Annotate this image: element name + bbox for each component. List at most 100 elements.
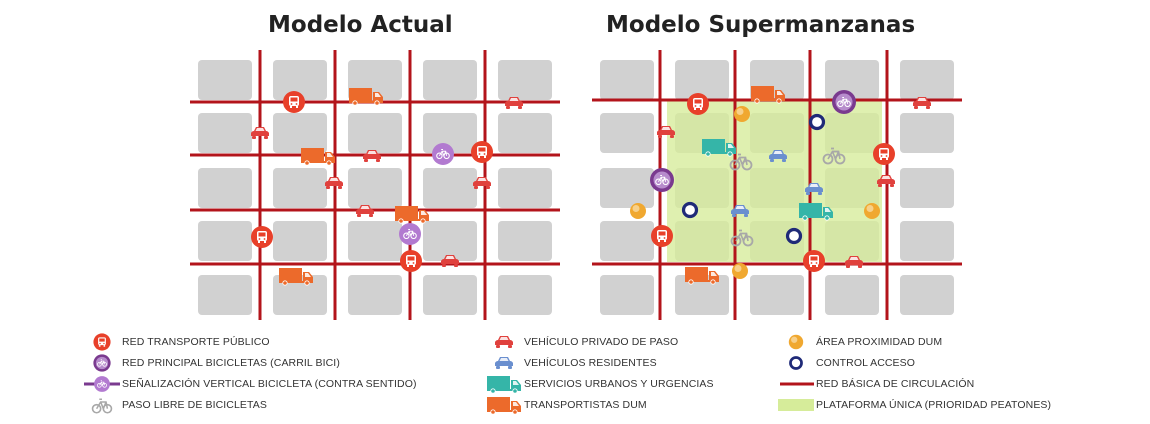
dum-truck-icon xyxy=(349,88,383,106)
bike-free-icon xyxy=(729,153,753,171)
city-block xyxy=(900,113,954,153)
bike-circle-icon xyxy=(93,354,111,372)
legend-label: ÁREA PROXIMIDAD DUM xyxy=(816,336,943,348)
dum-truck-icon xyxy=(487,397,521,414)
city-block xyxy=(600,168,654,208)
bike-free-icon xyxy=(822,147,846,165)
map-modelo-actual xyxy=(190,50,560,320)
city-block xyxy=(273,113,327,153)
resident-car-icon xyxy=(769,150,787,162)
access-control-icon xyxy=(681,201,699,219)
bus-stop-icon xyxy=(803,250,825,272)
bike-free-icon xyxy=(91,398,113,414)
legend-item-red-basica: RED BÁSICA DE CIRCULACIÓN xyxy=(776,375,974,393)
bike-signal-icon xyxy=(399,223,421,245)
legend-item-residentes: VEHÍCULOS RESIDENTES xyxy=(484,354,657,372)
legend-item-control-acceso: CONTROL ACCESO xyxy=(776,354,915,372)
access-control-icon xyxy=(808,113,826,131)
bus-stop-icon xyxy=(651,225,673,247)
legend-item-plataforma: PLATAFORMA ÚNICA (PRIORIDAD PEATONES) xyxy=(776,396,1051,414)
city-block xyxy=(675,275,729,315)
city-block xyxy=(600,113,654,153)
city-block xyxy=(498,275,552,315)
bike-circle-icon xyxy=(650,168,674,192)
bus-stop-icon xyxy=(82,333,122,351)
legend-label: SERVICIOS URBANOS Y URGENCIAS xyxy=(524,378,714,390)
legend-label: VEHÍCULO PRIVADO DE PASO xyxy=(524,336,679,348)
legend-item-area-dum: ÁREA PROXIMIDAD DUM xyxy=(776,333,942,351)
private-car-icon xyxy=(484,333,524,351)
dum-area-icon xyxy=(734,106,750,122)
legend-label: VEHÍCULOS RESIDENTES xyxy=(524,357,657,369)
city-block xyxy=(600,275,654,315)
bus-stop-icon xyxy=(93,333,111,351)
private-car-icon xyxy=(325,177,343,189)
city-block xyxy=(498,113,552,153)
dum-area-icon xyxy=(630,203,646,219)
private-car-icon xyxy=(363,150,381,162)
service-truck-icon xyxy=(487,376,521,393)
private-car-icon xyxy=(473,177,491,189)
city-block xyxy=(198,221,252,261)
street-line-icon xyxy=(776,375,816,393)
service-truck-icon xyxy=(702,139,736,157)
city-block xyxy=(348,113,402,153)
legend-item-bici-senal: SEÑALIZACIÓN VERTICAL BICICLETA (CONTRA … xyxy=(82,375,417,393)
city-block xyxy=(423,168,477,208)
map-modelo-supermanzanas xyxy=(592,50,962,320)
resident-car-icon xyxy=(731,205,749,217)
private-car-icon xyxy=(845,256,863,268)
city-block xyxy=(600,221,654,261)
private-car-icon xyxy=(657,126,675,138)
city-block xyxy=(348,168,402,208)
city-block xyxy=(600,60,654,100)
access-control-icon xyxy=(776,354,816,372)
city-block xyxy=(423,60,477,100)
bus-stop-icon xyxy=(687,93,709,115)
dum-truck-icon xyxy=(751,86,785,104)
legend-item-bici-principal: RED PRINCIPAL BICICLETAS (CARRIL BICI) xyxy=(82,354,340,372)
dum-area-icon xyxy=(732,263,748,279)
bus-stop-icon xyxy=(873,143,895,165)
dum-truck-icon xyxy=(685,267,719,285)
legend-label: SEÑALIZACIÓN VERTICAL BICICLETA (CONTRA … xyxy=(122,378,417,390)
dum-truck-icon xyxy=(484,396,524,414)
legend: RED TRANSPORTE PÚBLICO RED PRINCIPAL BIC… xyxy=(0,330,1150,424)
bike-signal-icon xyxy=(94,376,110,392)
resident-car-icon xyxy=(805,183,823,195)
city-block xyxy=(900,221,954,261)
legend-label: TRANSPORTISTAS DUM xyxy=(524,399,647,411)
bike-free-icon xyxy=(730,229,754,247)
private-car-icon xyxy=(495,336,513,348)
dum-truck-icon xyxy=(395,206,429,224)
bus-stop-icon xyxy=(471,141,493,163)
plataforma-unica-area xyxy=(667,101,882,262)
dum-area-icon xyxy=(776,333,816,351)
city-block xyxy=(348,221,402,261)
legend-label: RED PRINCIPAL BICICLETAS (CARRIL BICI) xyxy=(122,357,340,369)
bike-circle-icon xyxy=(82,354,122,372)
city-block xyxy=(198,60,252,100)
bus-stop-icon xyxy=(400,250,422,272)
private-car-icon xyxy=(505,97,523,109)
legend-label: PASO LIBRE DE BICICLETAS xyxy=(122,399,267,411)
city-block xyxy=(675,60,729,100)
city-block xyxy=(900,60,954,100)
legend-item-bici-libre: PASO LIBRE DE BICICLETAS xyxy=(82,396,267,414)
bike-signal-icon xyxy=(82,375,122,393)
private-car-icon xyxy=(913,97,931,109)
access-control-icon xyxy=(789,356,803,370)
legend-item-transportistas: TRANSPORTISTAS DUM xyxy=(484,396,647,414)
city-block xyxy=(273,60,327,100)
resident-car-icon xyxy=(495,357,513,369)
bike-circle-icon xyxy=(832,90,856,114)
legend-label: RED BÁSICA DE CIRCULACIÓN xyxy=(816,378,975,390)
legend-label: PLATAFORMA ÚNICA (PRIORIDAD PEATONES) xyxy=(816,399,1052,411)
dum-area-icon xyxy=(788,334,804,350)
city-block xyxy=(900,168,954,208)
private-car-icon xyxy=(441,255,459,267)
city-block xyxy=(273,221,327,261)
city-block xyxy=(825,275,879,315)
title-modelo-actual: Modelo Actual xyxy=(268,12,453,38)
bus-stop-icon xyxy=(283,91,305,113)
